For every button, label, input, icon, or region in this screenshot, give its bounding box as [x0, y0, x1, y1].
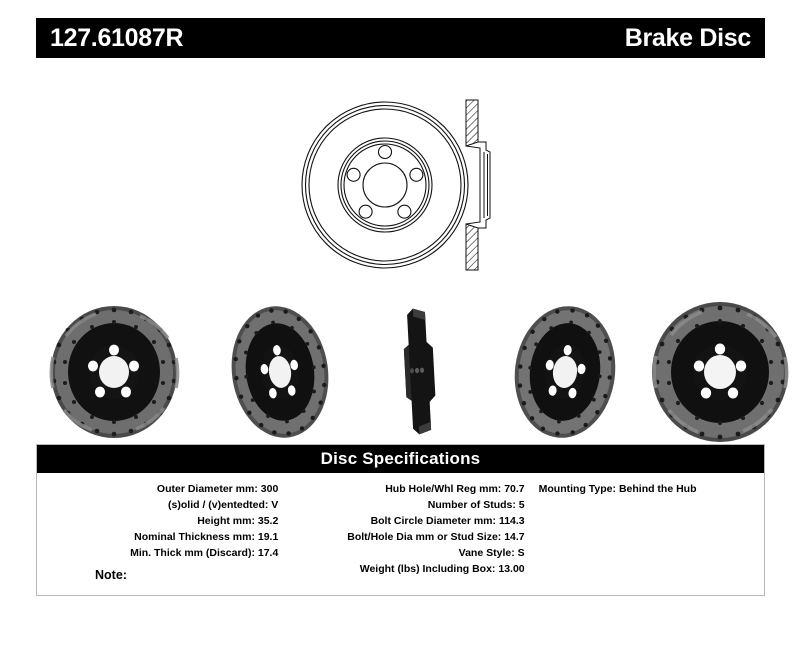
- note-area: Note:: [36, 568, 436, 592]
- product-type-label: Brake Disc: [624, 23, 752, 52]
- part-number: 127.61087R: [50, 23, 184, 52]
- technical-drawing: [300, 90, 530, 285]
- spec-row-weight: Weight (lbs) Including Box: 13.00: [288, 561, 525, 577]
- rotor-cross-section: [465, 99, 491, 271]
- spec-value: 5: [518, 499, 525, 511]
- spec-value: V: [271, 499, 279, 511]
- header-bar: 127.61087R Brake Disc: [36, 18, 765, 58]
- rotor-photo-slotted-front-left: [36, 300, 196, 445]
- spec-label: Nominal Thickness mm:: [134, 531, 258, 543]
- spec-value: S: [517, 547, 525, 559]
- rotor-photo-edge-profile: [386, 300, 476, 445]
- spec-row-outer-diameter: Outer Diameter mm: 300: [37, 481, 278, 497]
- spec-label: Mounting Type:: [538, 483, 619, 495]
- spec-label: Min. Thick mm (Discard):: [130, 547, 258, 559]
- spec-value: 14.7: [504, 531, 525, 543]
- disc-specifications-panel: Disc Specifications Outer Diameter mm: 3…: [36, 444, 765, 596]
- spec-title-bar: Disc Specifications: [37, 445, 764, 473]
- spec-row-nominal-thickness: Nominal Thickness mm: 19.1: [37, 529, 278, 545]
- spec-label: Bolt/Hole Dia mm or Stud Size:: [347, 531, 505, 543]
- spec-label: Bolt Circle Diameter mm:: [370, 515, 499, 527]
- spec-column-right: Mounting Type: Behind the Hub: [533, 473, 764, 595]
- spec-label: Weight (lbs) Including Box:: [359, 563, 499, 575]
- spec-row-solid-vented: (s)olid / (v)entedted: V: [37, 497, 278, 513]
- spec-label: Hub Hole/Whl Reg mm:: [385, 483, 505, 495]
- spec-value: 70.7: [504, 483, 525, 495]
- spec-label: Number of Studs:: [427, 499, 519, 511]
- spec-value: 300: [260, 483, 279, 495]
- spec-row-bolt-circle-diameter: Bolt Circle Diameter mm: 114.3: [288, 513, 525, 529]
- spec-value: 35.2: [257, 515, 279, 527]
- rotor-face-outline: [301, 101, 469, 269]
- spec-value: 17.4: [257, 547, 279, 559]
- spec-row-bolt-hole-dia: Bolt/Hole Dia mm or Stud Size: 14.7: [288, 529, 524, 545]
- spec-row-vane-style: Vane Style: S: [288, 545, 525, 561]
- note-label: Note:: [95, 568, 127, 582]
- rotor-photo-drilled-angled-2: [490, 300, 640, 445]
- spec-column-left: Outer Diameter mm: 300 (s)olid / (v)ente…: [37, 473, 288, 595]
- spec-row-min-thickness: Min. Thick mm (Discard): 17.4: [37, 545, 278, 561]
- product-photo-row: [28, 300, 789, 445]
- spec-row-height: Height mm: 35.2: [37, 513, 278, 529]
- spec-title: Disc Specifications: [320, 449, 481, 468]
- spec-column-middle: Hub Hole/Whl Reg mm: 70.7 Number of Stud…: [288, 473, 532, 595]
- spec-value: Behind the Hub: [618, 483, 697, 495]
- spec-label: Vane Style:: [458, 547, 518, 559]
- spec-label: Height mm:: [197, 515, 258, 527]
- spec-value: 114.3: [498, 515, 525, 527]
- spec-row-hub-hole: Hub Hole/Whl Reg mm: 70.7: [288, 481, 524, 497]
- spec-label: (s)olid / (v)entedted:: [168, 499, 272, 511]
- spec-value: 19.1: [257, 531, 279, 543]
- rotor-photo-drilled-angled-1: [208, 300, 358, 445]
- spec-row-number-of-studs: Number of Studs: 5: [288, 497, 525, 513]
- rotor-photo-slotted-front-right: [640, 296, 800, 448]
- stud-hole-group: [346, 144, 424, 219]
- spec-columns: Outer Diameter mm: 300 (s)olid / (v)ente…: [37, 473, 764, 595]
- spec-label: Outer Diameter mm:: [156, 483, 261, 495]
- spec-row-mounting-type: Mounting Type: Behind the Hub: [539, 481, 764, 497]
- spec-value: 13.00: [498, 563, 525, 575]
